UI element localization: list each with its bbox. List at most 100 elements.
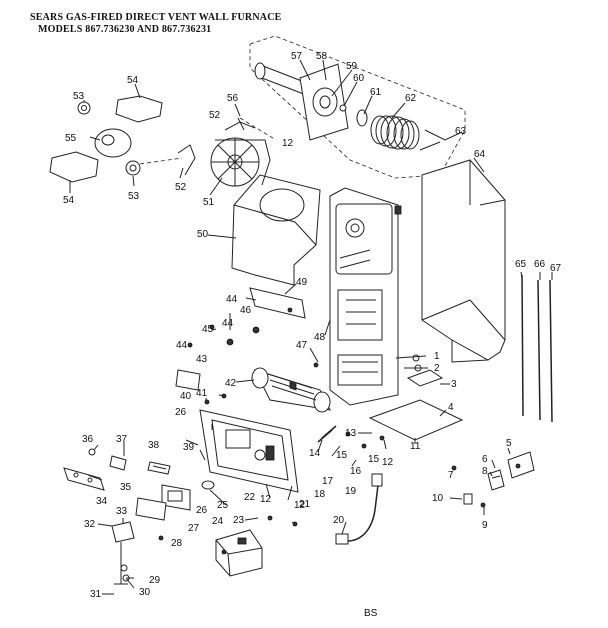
- callout-21: 21: [299, 499, 311, 510]
- callout-43: 43: [196, 354, 208, 365]
- callout-59: 59: [346, 61, 358, 72]
- bracket-part: [249, 287, 306, 319]
- callout-26b: 26: [196, 505, 208, 516]
- callout-44a: 44: [226, 294, 238, 305]
- callout-9: 9: [482, 520, 488, 531]
- callout-3: 3: [451, 379, 457, 390]
- callout-46: 46: [240, 305, 252, 316]
- callout-35: 35: [120, 482, 132, 493]
- callout-27: 27: [188, 523, 200, 534]
- gas-valve-part: [215, 529, 263, 577]
- callout-60: 60: [353, 73, 365, 84]
- callout-24: 24: [212, 516, 224, 527]
- callout-19: 19: [345, 486, 357, 497]
- callout-6: 6: [482, 454, 488, 465]
- callout-57: 57: [291, 51, 303, 62]
- front-panel-part: [329, 187, 402, 406]
- callout-38: 38: [148, 440, 160, 451]
- callout-56: 56: [227, 93, 239, 104]
- callout-18: 18: [314, 489, 326, 500]
- leader-lines: [69, 59, 553, 595]
- bottom-plate-parts: [368, 354, 464, 441]
- cabinet-part: [421, 159, 506, 363]
- callout-53a: 53: [73, 91, 85, 102]
- callout-63: 63: [455, 126, 467, 137]
- callout-29: 29: [149, 575, 161, 586]
- callout-64: 64: [474, 149, 486, 160]
- callout-12b: 12: [382, 457, 394, 468]
- vent-assembly-group: [249, 35, 466, 179]
- thermostat-parts: [111, 521, 135, 585]
- callout-33: 33: [116, 506, 128, 517]
- callout-12d: 12: [294, 500, 306, 511]
- callout-42: 42: [225, 378, 237, 389]
- callout-37: 37: [116, 434, 128, 445]
- callout-58: 58: [316, 51, 328, 62]
- callout-66: 66: [534, 259, 546, 270]
- callout-5: 5: [506, 438, 512, 449]
- blower-housing-part: [231, 174, 321, 286]
- callout-47: 47: [296, 340, 308, 351]
- callout-48: 48: [314, 332, 326, 343]
- callout-40: 40: [180, 391, 192, 402]
- callout-13: 13: [345, 428, 357, 439]
- callout-labels: 1 2 3 4 5 6 7 8 9 10 11 12 12 12 12 13 1…: [63, 51, 562, 600]
- fasteners: [158, 324, 486, 541]
- callout-23: 23: [233, 515, 245, 526]
- callout-65: 65: [515, 259, 527, 270]
- callout-8: 8: [482, 466, 488, 477]
- callout-62: 62: [405, 93, 417, 104]
- callout-4: 4: [448, 402, 454, 413]
- callout-7: 7: [448, 470, 454, 481]
- callout-2: 2: [434, 363, 440, 374]
- callout-12c: 12: [260, 494, 272, 505]
- callout-45: 45: [202, 324, 214, 335]
- callout-1: 1: [434, 351, 440, 362]
- diagram-title: SEARS GAS-FIRED DIRECT VENT WALL FURNACE: [30, 12, 282, 23]
- callout-11: 11: [410, 441, 421, 452]
- callout-16: 16: [350, 466, 362, 477]
- callout-67: 67: [550, 263, 562, 274]
- callout-36: 36: [82, 434, 94, 445]
- callout-52b: 52: [209, 110, 221, 121]
- fan-part: [210, 137, 271, 187]
- callout-30: 30: [139, 587, 151, 598]
- callout-61: 61: [370, 87, 382, 98]
- motor-parts: [49, 95, 277, 183]
- burner-part: [251, 367, 331, 413]
- callout-44b: 44: [222, 318, 234, 329]
- callout-41: 41: [196, 388, 208, 399]
- callout-22: 22: [244, 492, 256, 503]
- callout-50: 50: [197, 229, 209, 240]
- small-parts-left: [63, 369, 215, 521]
- callout-31: 31: [90, 589, 102, 600]
- callout-14: 14: [309, 448, 321, 459]
- callout-53b: 53: [128, 191, 140, 202]
- callout-39: 39: [183, 442, 195, 453]
- callout-54b: 54: [63, 195, 75, 206]
- callout-54a: 54: [127, 75, 139, 86]
- callout-28: 28: [171, 538, 183, 549]
- control-panel-part: [199, 409, 299, 493]
- diagram-subtitle: MODELS 867.736230 AND 867.736231: [38, 24, 212, 35]
- long-rods: [521, 274, 553, 423]
- callout-17: 17: [322, 476, 334, 487]
- junction-box-part: [463, 451, 535, 505]
- callout-15a: 15: [336, 450, 348, 461]
- callout-44c: 44: [176, 340, 188, 351]
- callout-52a: 52: [175, 182, 187, 193]
- page-code: BS: [364, 608, 378, 619]
- callout-51: 51: [203, 197, 215, 208]
- callout-25: 25: [217, 500, 229, 511]
- callout-34: 34: [96, 496, 108, 507]
- pilot-tube-part: [317, 425, 337, 443]
- callout-55: 55: [65, 133, 77, 144]
- callout-20: 20: [333, 515, 345, 526]
- callout-49: 49: [296, 277, 308, 288]
- callout-10: 10: [432, 493, 444, 504]
- callout-15b: 15: [368, 454, 380, 465]
- callout-26a: 26: [175, 407, 187, 418]
- callout-12a: 12: [282, 138, 294, 149]
